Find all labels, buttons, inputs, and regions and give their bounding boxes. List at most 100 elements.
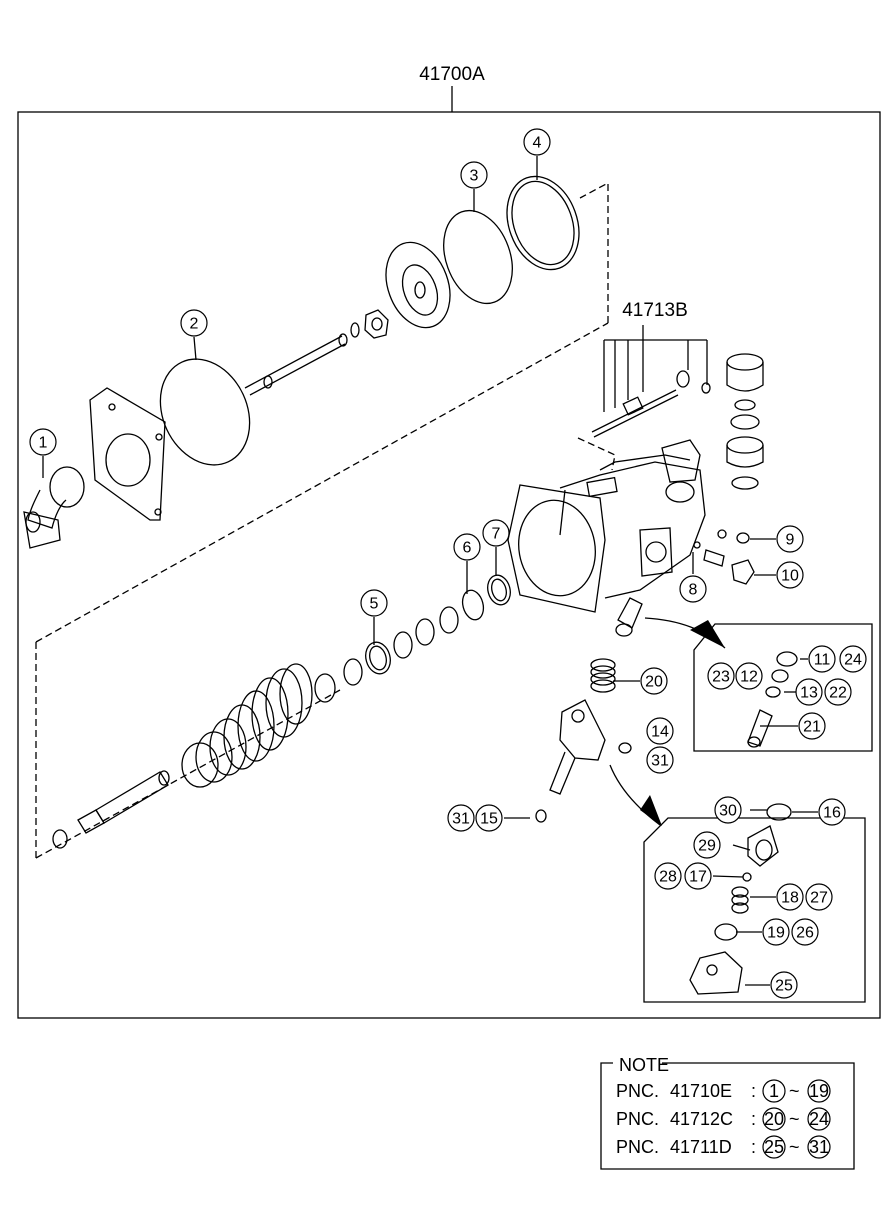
assembly-frame <box>17 111 881 1019</box>
callout-16-circle <box>818 798 846 826</box>
callout-2-circle <box>180 309 208 337</box>
callout-8: 8 <box>689 582 698 599</box>
callout-25: 25 <box>775 978 793 995</box>
callout-23: 23 <box>712 669 730 686</box>
assembly-label: 41700A <box>419 64 485 85</box>
note-row-2-from: 20 <box>764 1109 784 1129</box>
callout-25-circle <box>770 971 798 999</box>
note-row-1-to: 19 <box>809 1081 829 1101</box>
callout-27: 27 <box>810 890 828 907</box>
note-row-2-code: 41712C <box>670 1109 733 1129</box>
note-row-2-tilde: ~ <box>789 1109 800 1129</box>
callout-30-circle <box>714 796 742 824</box>
callout-6: 6 <box>463 540 472 557</box>
note-row-3-to: 31 <box>809 1137 829 1157</box>
callout-29-circle <box>693 831 721 859</box>
callout-5: 5 <box>370 596 379 613</box>
callout-30: 30 <box>719 803 737 820</box>
callout-4: 4 <box>533 135 542 152</box>
callout-18: 18 <box>781 890 799 907</box>
note-row-1-sep: : <box>751 1081 756 1101</box>
inset-box-1 <box>693 623 873 752</box>
callout-9-circle <box>776 525 804 553</box>
valve-stem <box>591 370 711 438</box>
arrow-to-inset-2 <box>609 764 661 826</box>
callout-22: 22 <box>829 685 847 702</box>
callout-27-circle <box>805 883 833 911</box>
callout-24: 24 <box>844 652 862 669</box>
callout-8-circle <box>679 575 707 603</box>
callout-15: 15 <box>480 811 498 828</box>
callout-6-circle <box>453 533 481 561</box>
callout-leaders <box>42 156 818 986</box>
note-row-3: PNC. 41711D : 25 ~ 31 <box>616 1135 831 1159</box>
note-row-3-sep: : <box>751 1137 756 1157</box>
callout-14: 14 <box>651 724 669 741</box>
note-row-1-prefix: PNC. <box>616 1081 659 1101</box>
callout-17: 17 <box>689 869 707 886</box>
callout-13-circle <box>795 678 823 706</box>
callout-9: 9 <box>786 532 795 549</box>
subassembly-label: 41713B <box>622 300 688 321</box>
callout-18-circle <box>776 883 804 911</box>
callout-28-circle <box>654 862 682 890</box>
boot-part <box>23 466 85 549</box>
piston-assembly <box>590 597 643 693</box>
callout-19-circle <box>762 918 790 946</box>
callout-12-circle <box>735 662 763 690</box>
callout-11: 11 <box>814 652 831 669</box>
booster-housing <box>507 439 706 613</box>
note-row-1-from: 1 <box>769 1081 779 1101</box>
diaphragm-plate <box>385 241 451 329</box>
note-row-3-from: 25 <box>764 1137 784 1157</box>
callout-31a: 31 <box>651 753 669 770</box>
elbow-housing <box>535 699 632 823</box>
guide-shaft <box>52 770 170 849</box>
callout-1: 1 <box>39 435 48 452</box>
callout-31b-circle <box>447 804 475 832</box>
push-rod <box>244 333 348 396</box>
callout-12: 12 <box>740 669 758 686</box>
note-row-1-tilde: ~ <box>789 1081 800 1101</box>
callout-20-circle <box>640 667 668 695</box>
callout-10-circle <box>776 561 804 589</box>
seal-rings <box>314 574 511 703</box>
note-title: NOTE <box>619 1055 669 1075</box>
note-row-2-to: 24 <box>809 1109 829 1129</box>
callout-14-circle <box>646 717 674 745</box>
filter-element <box>726 353 764 490</box>
callout-16: 16 <box>823 805 841 822</box>
callout-23-circle <box>707 662 735 690</box>
o-ring-large <box>159 358 251 466</box>
note-row-2: PNC. 41712C : 20 ~ 24 <box>616 1107 831 1131</box>
callout-21-circle <box>798 712 826 740</box>
callout-5-circle <box>360 589 388 617</box>
callout-15-circle <box>475 804 503 832</box>
dashed-outline <box>35 181 616 859</box>
note-box: NOTE PNC. 41710E : 1 ~ 19 PNC. 41712C : … <box>600 1055 855 1170</box>
ring-part-4-inner <box>511 180 575 266</box>
nut-part <box>350 309 389 339</box>
callout-1-circle <box>29 428 57 456</box>
callout-29: 29 <box>698 838 716 855</box>
callout-17-circle <box>684 862 712 890</box>
ring-part-4 <box>506 175 580 271</box>
callout-31b: 31 <box>452 811 470 828</box>
callout-26-circle <box>791 918 819 946</box>
callout-22-circle <box>824 678 852 706</box>
inset-1-parts <box>747 651 798 748</box>
note-row-1: PNC. 41710E : 1 ~ 19 <box>616 1079 831 1103</box>
arrow-head-2 <box>640 795 662 826</box>
callout-7-circle <box>482 519 510 547</box>
callout-26: 26 <box>796 925 814 942</box>
inset-2-parts <box>689 803 792 995</box>
callout-31a-circle <box>646 746 674 774</box>
return-spring <box>181 663 313 788</box>
callout-20: 20 <box>645 674 663 691</box>
callout-3: 3 <box>470 168 479 185</box>
callout-4-circle <box>523 128 551 156</box>
subassembly-leaders <box>603 325 708 412</box>
callout-10: 10 <box>781 568 799 585</box>
callout-28: 28 <box>659 869 677 886</box>
